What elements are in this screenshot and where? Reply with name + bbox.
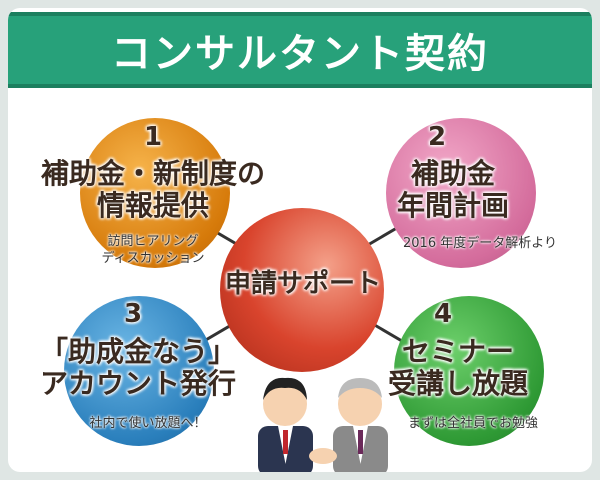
sub-line: 2016 年度データ解析より xyxy=(403,236,557,251)
title-line: 「助成金なう」 xyxy=(39,335,236,368)
item-4-number: 4 xyxy=(433,299,453,329)
sub-line: まずは全社員でお勉強 xyxy=(407,416,538,431)
item-2-subtitle: 2016 年度データ解析より xyxy=(380,236,580,253)
sub-line: ディスカッション xyxy=(101,250,205,266)
item-1-subtitle: 訪問ヒアリングディスカッション xyxy=(68,234,238,268)
sub-line: 訪問ヒアリング xyxy=(107,234,199,249)
page-title: コンサルタント契約 xyxy=(111,31,489,77)
center-label: 申請サポート xyxy=(224,269,381,299)
handshake-illustration xyxy=(258,377,388,472)
sub-line: 社内で使い放題へ！ xyxy=(89,416,207,431)
title-line: 情報提供 xyxy=(96,189,209,223)
item-4-subtitle: まずは全社員でお勉強 xyxy=(388,416,558,433)
title-line: 補助金 xyxy=(410,157,495,190)
item-2-number: 2 xyxy=(427,122,447,152)
circle-3 xyxy=(64,296,214,446)
title-line: アカウント発行 xyxy=(39,367,236,401)
infographic-card: コンサルタント契約 申請サポート 1 補助金・新制度の情報提供 訪問ヒアリングデ… xyxy=(8,8,592,472)
title-line: 年間計画 xyxy=(396,189,509,223)
title-line: セミナー xyxy=(401,335,514,368)
item-4-title: セミナー受講し放題 xyxy=(378,335,538,401)
title-banner: コンサルタント契約 xyxy=(8,12,592,88)
title-line: 補助金・新制度の xyxy=(40,157,265,190)
item-3-title: 「助成金なう」アカウント発行 xyxy=(18,335,258,401)
item-1-number: 1 xyxy=(143,122,163,152)
circle-1 xyxy=(80,118,230,268)
item-1-title: 補助金・新制度の情報提供 xyxy=(18,157,288,223)
title-line: 受講し放題 xyxy=(387,367,528,401)
circle-2 xyxy=(386,118,536,268)
item-3-number: 3 xyxy=(123,299,143,329)
item-3-subtitle: 社内で使い放題へ！ xyxy=(68,416,228,433)
circle-4 xyxy=(394,296,544,446)
center-circle xyxy=(220,208,384,372)
item-2-title: 補助金年間計画 xyxy=(378,157,528,223)
